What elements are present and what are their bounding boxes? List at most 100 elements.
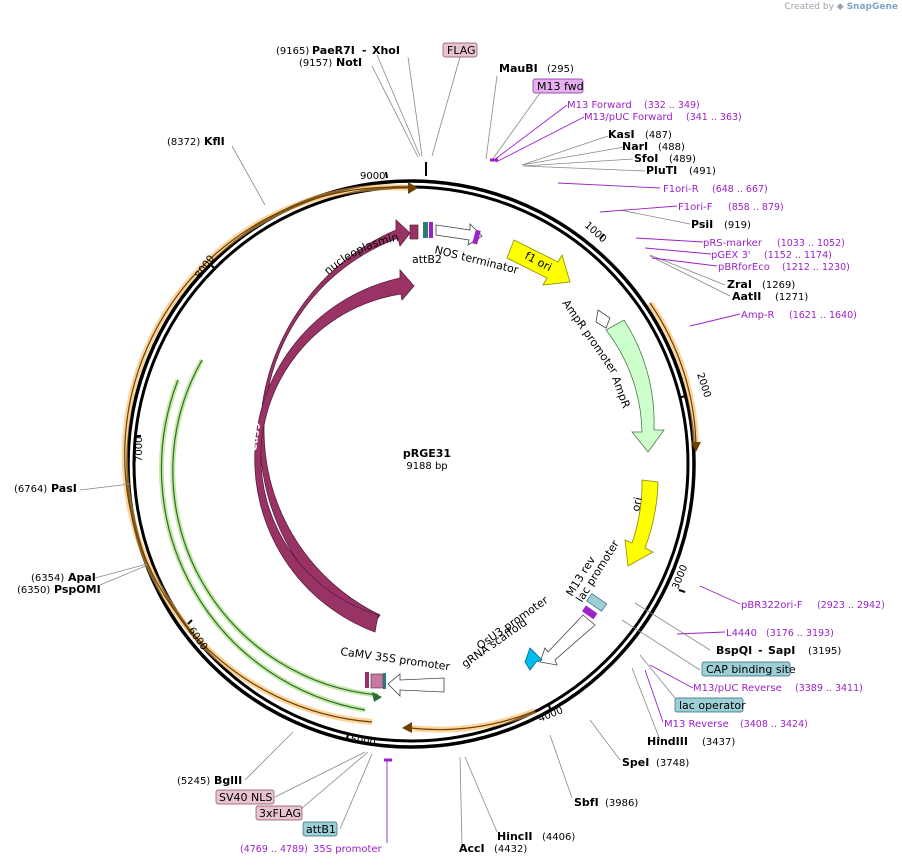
primer-line-f1orif bbox=[599, 205, 678, 213]
pgex3-name: pGEX 3' bbox=[711, 250, 751, 261]
primer-line-prsmarker bbox=[635, 237, 704, 243]
connector-hindiii bbox=[631, 667, 661, 741]
grna-scaffold-arrow bbox=[524, 647, 543, 671]
orf-arrowhead-left bbox=[408, 182, 418, 194]
acci-name: AccI bbox=[459, 842, 485, 855]
primer-line-f1orir bbox=[557, 182, 661, 189]
attb2-label: attB2 bbox=[412, 253, 442, 266]
connector-lines bbox=[79, 54, 731, 846]
xhoi-sep: - bbox=[362, 44, 367, 57]
primer-line-pgex3 bbox=[644, 247, 712, 255]
primer-line-pbr322orif bbox=[699, 585, 741, 605]
bglii-pos: (5245) bbox=[177, 776, 210, 787]
capsite-tag-label: CAP binding site bbox=[706, 663, 796, 676]
tick-4000-mark bbox=[547, 703, 552, 711]
spei-name: SpeI bbox=[622, 756, 649, 769]
apai-pos: (6354) bbox=[31, 573, 64, 584]
connector-sv40nls bbox=[274, 751, 366, 798]
aatii-pos: (1271) bbox=[775, 292, 808, 303]
tick-6000-mark bbox=[187, 619, 193, 625]
sv40nls-tag-label: SV40 NLS bbox=[219, 791, 272, 804]
cas9-inner-label: Cas9 bbox=[246, 421, 263, 452]
kfli-pos: (8372) bbox=[167, 137, 200, 148]
cas9-outer-arrow bbox=[259, 219, 411, 631]
hincii-name: HincII bbox=[497, 830, 533, 843]
f1ori-arrow bbox=[506, 239, 571, 286]
connector-spei bbox=[589, 719, 621, 761]
noti-name: NotI bbox=[336, 56, 362, 69]
ampr-primer-name: Amp-R bbox=[741, 310, 775, 321]
green-arrowhead bbox=[372, 692, 382, 702]
primer-line-m13reverse bbox=[644, 669, 664, 723]
pasi-name: PasI bbox=[51, 482, 77, 495]
kasi-name: KasI bbox=[608, 128, 635, 141]
tick-2000: 2000 bbox=[694, 372, 712, 400]
backbone-outer-ring bbox=[126, 179, 696, 749]
ori-label: ori bbox=[629, 496, 645, 513]
spei-pos: (3748) bbox=[656, 758, 689, 769]
primer-line-ampr bbox=[689, 313, 741, 327]
camv-promoter-arrow bbox=[387, 673, 445, 697]
m13-rev-block bbox=[581, 605, 598, 620]
pasi-pos: (6764) bbox=[14, 484, 47, 495]
credit-prefix: Created by bbox=[784, 2, 834, 12]
f1ori-feature: f1 ori bbox=[506, 239, 571, 286]
plasmid-length: 9188 bp bbox=[406, 461, 447, 472]
flag-block bbox=[429, 222, 433, 238]
connector-pasi bbox=[79, 483, 131, 491]
bspqi-pos: (3195) bbox=[808, 646, 841, 657]
connector-bspqi bbox=[634, 602, 711, 651]
zrai-pos: (1269) bbox=[762, 280, 795, 291]
plasmid-name: pRGE31 bbox=[403, 447, 451, 460]
ori-feature: ori bbox=[624, 479, 659, 567]
attb1-block bbox=[383, 673, 386, 689]
psporni-name: PspOMI bbox=[54, 583, 101, 596]
nls-label: nucleoplasmin NLS bbox=[0, 0, 403, 277]
orf-arcs bbox=[121, 182, 701, 733]
sbfi-pos: (3986) bbox=[605, 798, 638, 809]
acci-pos: (4432) bbox=[494, 844, 527, 855]
orf-arrowhead-right bbox=[691, 442, 701, 452]
f1orir-pos: (648 .. 667) bbox=[712, 184, 768, 195]
osu3-promoter-arrow bbox=[539, 614, 596, 666]
m13reverse-pos: (3408 .. 3424) bbox=[740, 719, 808, 730]
connector-noti bbox=[371, 65, 419, 158]
connector-attb1 bbox=[339, 753, 373, 830]
grna-label: gRNA scaffold bbox=[459, 616, 529, 671]
ampr-promoter-block bbox=[595, 309, 611, 329]
connector-flag bbox=[431, 56, 461, 157]
cas9-label: Cas9 bbox=[193, 421, 210, 452]
orf-arc-right-line bbox=[649, 302, 697, 448]
psii-name: PsiI bbox=[691, 218, 713, 231]
kasi-pos: (487) bbox=[645, 130, 672, 141]
connector-sbfi bbox=[549, 734, 573, 799]
primer-line-l4440 bbox=[676, 631, 726, 635]
nari-pos: (488) bbox=[658, 142, 685, 153]
connector-acci bbox=[459, 756, 463, 846]
tick-7000: 7000 bbox=[134, 437, 145, 462]
tick-9000: 9000 bbox=[360, 171, 385, 182]
attb1-tag-label: attB1 bbox=[306, 823, 336, 836]
hindiii-pos: (3437) bbox=[702, 737, 735, 748]
connector-apai bbox=[94, 563, 148, 579]
feature-tags: FLAG M13 fwd CAP binding site lac operat… bbox=[215, 42, 796, 837]
m13-block bbox=[472, 229, 481, 245]
tick-8000-mark bbox=[209, 263, 215, 269]
m13pucreverse-name: M13/pUC Reverse bbox=[693, 683, 782, 694]
sbfi-name: SbfI bbox=[574, 796, 599, 809]
prsmarker-pos: (1033 .. 1052) bbox=[777, 238, 845, 249]
sfoi-pos: (489) bbox=[669, 154, 696, 165]
flag-tag bbox=[442, 42, 478, 58]
aatii-name: AatII bbox=[732, 290, 761, 303]
connector-maubi bbox=[485, 75, 498, 160]
credit-brand: SnapGene bbox=[846, 2, 898, 12]
flag3x-block bbox=[370, 673, 384, 689]
pgex3-pos: (1152 .. 1174) bbox=[764, 250, 832, 261]
orf-arc-left bbox=[121, 184, 414, 725]
nls-block bbox=[409, 224, 419, 240]
cas9-arrows: Cas9 Cas9 bbox=[193, 219, 415, 633]
l4440-name: L4440 bbox=[726, 628, 757, 639]
paer7i-pos: (9165) bbox=[276, 46, 309, 57]
connector-lacoperator bbox=[639, 654, 681, 705]
f1orir-name: F1ori-R bbox=[663, 184, 699, 195]
